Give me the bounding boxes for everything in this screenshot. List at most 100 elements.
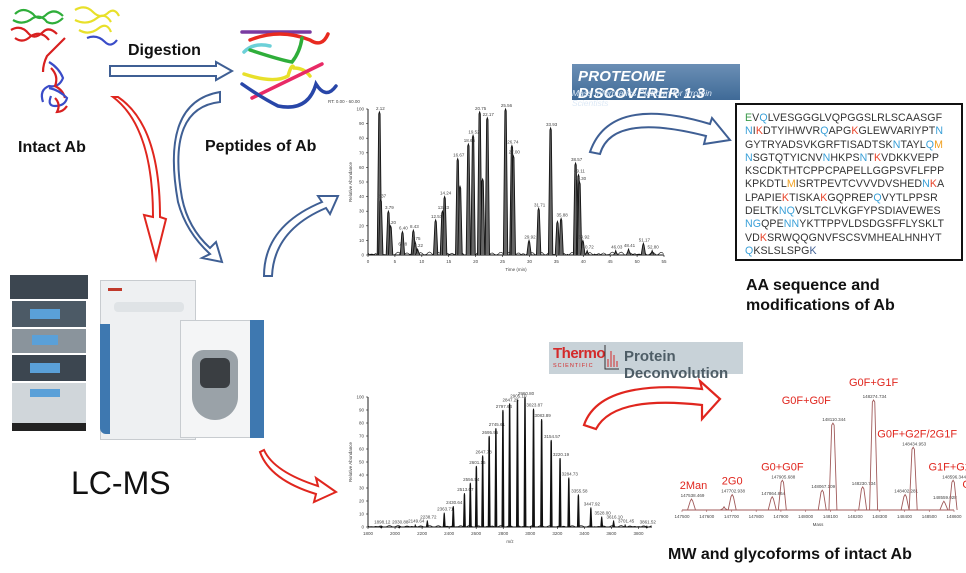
peak [442,512,446,528]
red-arrow-thermo-to-deconvolution [582,377,722,431]
peak [908,446,918,511]
peak [532,408,535,528]
sequence-segment: APG [828,125,852,138]
peak [558,458,562,528]
peak [487,435,491,528]
peak [540,419,544,528]
modified-residue: Q [873,191,882,204]
peak-label: 39.92 [578,234,590,239]
modified-residue: K [820,191,828,204]
peak-label: 22.17 [483,112,495,117]
x-tick-label: 148200 [848,514,864,519]
peak-label: 31.71 [534,202,546,207]
peak [397,525,401,529]
sequence-segment: DELTK [745,205,779,218]
modified-residue: K [809,244,817,257]
peak [425,520,429,528]
x-axis-label: Time (min) [505,267,527,272]
y-tick-label: 40 [359,194,365,199]
thermo-brand: Thermo [553,345,606,362]
peak [828,422,838,511]
peak [549,439,553,528]
digestion-label: Digestion [128,42,201,59]
sequence-line: LPAPIEKTISKAKGQPREPQVYTLPPSR [745,192,961,205]
y-tick-label: 0 [361,253,364,258]
x-axis-label: Mass [813,522,825,527]
ms-instrument-image [100,280,264,440]
blue-arrow-lcms-to-chromatogram [262,195,340,277]
peak-label: 3528.00 [595,511,612,516]
sequence-line: KPKDTLMISRTPEVTCVVVDVSHEDNKA [745,178,961,191]
x-tick-label: 148500 [922,514,938,519]
glycoform-label: G0F+G2F/2G1F [877,428,957,440]
modified-residue: NN [783,218,800,231]
glycoform-label: 2Man [680,480,708,492]
y-tick-label: 80 [359,136,365,141]
peak-label: 18.65 [464,138,476,143]
x-tick-label: 30 [527,259,533,264]
peak-label: 148067.109 [811,484,835,489]
peak-label: 148110.344 [822,417,846,422]
x-tick-label: 2400 [444,531,455,536]
sequence-segment: QPE [761,218,784,231]
peak [379,525,383,529]
peptides-label: Peptides of Ab [205,138,317,155]
modified-residue: E [745,112,753,124]
peak-label: 2797.64 [496,404,513,409]
modified-residue: N [892,138,901,151]
sequence-line: NSGTQTYICNVNHKPSNTKVDKKVEPP [745,152,961,165]
sequence-segment: TAYL [900,138,926,151]
sequence-line: DELTKNQVSLTCLVKGFYPSDIAVEWES [745,205,961,218]
peak-label: 52.80 [648,245,660,250]
y-tick-label: 10 [359,238,365,243]
sequence-line: VDKSRWQQGNVFSCSVMHEALHNHYT [745,232,961,245]
sequence-line: NGQPENNYKTTPPVLDSDGSFFLYSKLT [745,218,961,231]
modified-residue: N [745,151,753,164]
peak [640,241,647,256]
peak-label: 3701.45 [618,518,635,523]
y-tick-label: 60 [359,447,365,452]
peak-label: 20.75 [475,106,487,111]
modified-residue: N [859,151,868,164]
sequence-line: KSCDKTHTCPPCPAPELLGGPSVFLFPP [745,165,961,178]
peak-label: 16.67 [453,153,465,158]
chart-title: RT: 0.00 - 60.00 [328,99,360,104]
peak-label: 39.30 [575,176,587,181]
mw-glycoforms-label: MW and glycoforms of intact Ab [668,546,912,563]
peak-label: 6.40 [399,226,408,231]
peak [470,133,476,256]
peak [612,520,616,528]
peak-label: 3154.57 [544,434,561,439]
peak-label: 2745.61 [489,422,506,427]
modified-residue: Q [925,138,935,151]
sequence-segment: KSLSLSPG [753,244,810,257]
peak-label: 33.93 [546,122,558,127]
y-tick-label: 70 [359,434,365,439]
peak [600,516,604,528]
modified-residue: Q [820,125,829,138]
peak [451,506,455,528]
y-tick-label: 0 [361,525,364,530]
sequence-segment: GQPREP [827,191,874,204]
modified-residue: N [922,178,930,191]
y-tick-label: 40 [359,473,365,478]
peak-label: 2513.07 [457,487,474,492]
peak [589,507,593,528]
peak [625,247,632,256]
peak [900,493,910,511]
sequence-segment: KPKDTL [745,178,787,191]
peak-label: 147702.938 [721,489,745,494]
x-tick-label: 20 [473,259,479,264]
peak [508,403,512,528]
thermo-sub: SCIENTIFIC [553,363,594,369]
glycoform-label: G1F+G2F [928,461,966,473]
peak-label: 27.00 [509,150,521,155]
glycoform-label: G2F+G2F [962,479,966,491]
y-tick-label: 50 [359,460,365,465]
peak-label: 2.12 [376,106,385,111]
peak-label: 147905.688 [771,474,795,479]
x-tick-label: 45 [608,259,614,264]
lc-instrument-image [10,275,88,433]
peak-label: 2238.72 [420,515,437,520]
